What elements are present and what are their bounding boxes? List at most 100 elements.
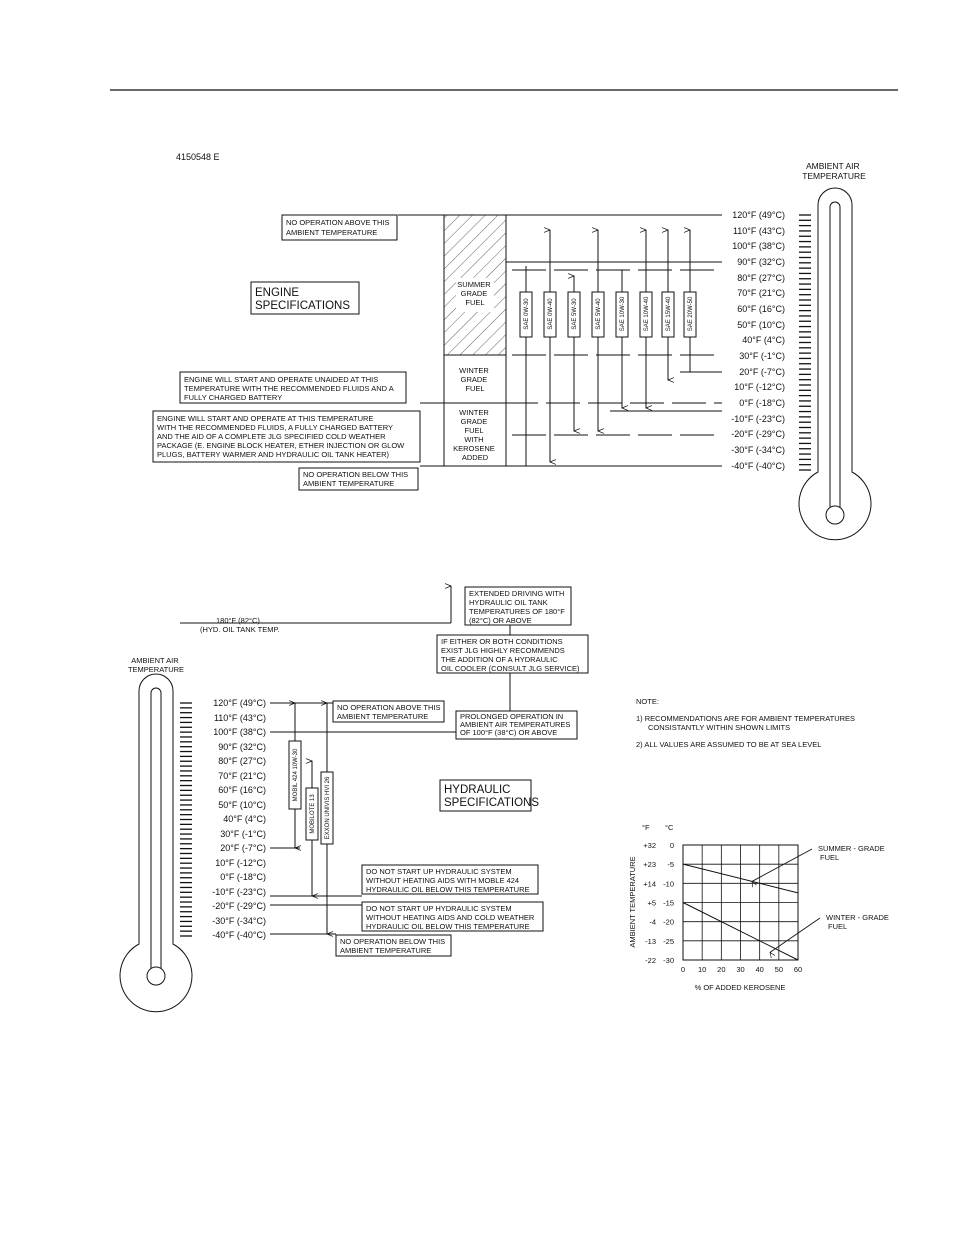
chart-x-label: % OF ADDED KEROSENE xyxy=(695,983,786,992)
engine-oil-labels: SAE 0W-30 SAE 0W-40 SAE 5W-30 SAE 5W-40 … xyxy=(524,296,694,331)
x-tick-label: 30 xyxy=(736,965,744,974)
x-tick-label: 0 xyxy=(681,965,685,974)
scale-label: 70°F (21°C) xyxy=(218,771,266,781)
fuel-column xyxy=(443,214,507,467)
scale-label: 20°F (-7°C) xyxy=(739,367,785,377)
scale-label: 90°F (32°C) xyxy=(737,257,785,267)
scale-label: 10°F (-12°C) xyxy=(734,382,785,392)
series-leader xyxy=(770,917,821,952)
engine-note-no-op-below: NO OPERATION BELOW THIS AMBIENT TEMPERAT… xyxy=(303,470,410,488)
scale-label: -20°F (-29°C) xyxy=(212,901,266,911)
y-tick-label-f: -22 xyxy=(645,956,656,965)
oil-label: SAE 5W-30 xyxy=(572,298,578,330)
x-tick-label: 20 xyxy=(717,965,725,974)
scale-label: 100°F (38°C) xyxy=(213,727,266,737)
chart-y-label: AMBIENT TEMPERATURE xyxy=(628,856,637,947)
engine-thermometer-icon xyxy=(798,187,872,541)
note-line: CONSISTANTLY WITHIN SHOWN LIMITS xyxy=(648,723,790,732)
oil-label: SAE 10W-40 xyxy=(644,296,650,331)
hydraulic-section: 180°F (82°C) (HYD. OIL TANK TEMP. EXTEND… xyxy=(119,586,589,1013)
engine-section: SUMMER GRADE FUEL WINTER GRADE FUEL WINT… xyxy=(152,161,872,541)
notes-heading: NOTE: xyxy=(636,697,659,706)
engine-thermometer-label: AMBIENT AIR TEMPERATURE xyxy=(802,161,866,181)
scale-label: -10°F (-23°C) xyxy=(212,887,266,897)
y-tick-label-c: -30 xyxy=(663,956,674,965)
engine-title: ENGINE SPECIFICATIONS xyxy=(255,287,350,312)
y-tick-label-c: -15 xyxy=(663,899,674,908)
notes-block: NOTE: 1) RECOMMENDATIONS ARE FOR AMBIENT… xyxy=(636,697,855,749)
series-line xyxy=(682,863,799,894)
hyd-tank-temp: 180°F (82°C) (HYD. OIL TANK TEMP. xyxy=(200,616,280,634)
oil-label: SAE 5W-40 xyxy=(596,298,602,330)
scale-label: 100°F (38°C) xyxy=(732,241,785,251)
y-tick-label-c: -10 xyxy=(663,879,674,888)
y-tick-label-c: -25 xyxy=(663,937,674,946)
oil-label: SAE 10W-30 xyxy=(620,296,626,331)
note-line: 1) RECOMMENDATIONS ARE FOR AMBIENT TEMPE… xyxy=(636,714,855,723)
y-tick-label-f: +32 xyxy=(643,841,656,850)
engine-note-unaided: ENGINE WILL START AND OPERATE UNAIDED AT… xyxy=(184,375,395,402)
y-tick-label-c: -20 xyxy=(663,918,674,927)
oil-label: EXXON UNIVIS HVI 26 xyxy=(325,776,331,839)
scale-label: 60°F (16°C) xyxy=(737,304,785,314)
oil-label: SAE 15W-40 xyxy=(666,296,672,331)
x-tick-label: 50 xyxy=(775,965,783,974)
scale-label: 10°F (-12°C) xyxy=(215,858,266,868)
scale-label: 30°F (-1°C) xyxy=(739,351,785,361)
hyd-note-cooler: IF EITHER OR BOTH CONDITIONS EXIST JLG H… xyxy=(441,637,580,673)
y-tick-label-f: -4 xyxy=(649,918,656,927)
scale-label: -30°F (-34°C) xyxy=(212,916,266,926)
oil-label: MOBILOTE 13 xyxy=(310,794,316,834)
scale-label: 120°F (49°C) xyxy=(213,698,266,708)
scale-label: -30°F (-34°C) xyxy=(731,445,785,455)
engine-note-cold-weather: ENGINE WILL START AND OPERATE AT THIS TE… xyxy=(157,414,406,459)
fuel-summer-label: SUMMER GRADE FUEL xyxy=(457,280,492,307)
hyd-note-prolonged: PROLONGED OPERATION IN AMBIENT AIR TEMPE… xyxy=(460,712,573,737)
scale-label: 110°F (43°C) xyxy=(733,226,785,236)
y-tick-label-c: -5 xyxy=(667,860,674,869)
scale-label: -40°F (-40°C) xyxy=(731,461,785,471)
chart-unit-f: °F xyxy=(642,823,650,832)
scale-label: 40°F (4°C) xyxy=(223,814,266,824)
x-tick-label: 10 xyxy=(698,965,706,974)
hydraulic-title: HYDRAULIC SPECIFICATIONS xyxy=(444,784,539,809)
scale-label: 30°F (-1°C) xyxy=(220,829,266,839)
scale-label: -10°F (-23°C) xyxy=(731,414,785,424)
note-line: 2) ALL VALUES ARE ASSUMED TO BE AT SEA L… xyxy=(636,740,821,749)
scale-label: 120°F (49°C) xyxy=(732,210,785,220)
x-tick-label: 60 xyxy=(794,965,802,974)
hydraulic-thermometer-label: AMBIENT AIR TEMPERATURE xyxy=(128,656,184,674)
hyd-note-extended: EXTENDED DRIVING WITH HYDRAULIC OIL TANK… xyxy=(469,589,567,625)
scale-label: 40°F (4°C) xyxy=(742,335,785,345)
scale-label: 20°F (-7°C) xyxy=(220,843,266,853)
hydraulic-temperature-scale: 120°F (49°C) 110°F (43°C) 100°F (38°C) 9… xyxy=(212,698,266,940)
hyd-note-no-op-below: NO OPERATION BELOW THIS AMBIENT TEMPERAT… xyxy=(340,937,447,955)
scale-label: 70°F (21°C) xyxy=(737,288,785,298)
hydraulic-thermometer-icon xyxy=(119,673,193,1013)
y-tick-label-f: +23 xyxy=(643,860,656,869)
fuel-winter-label: WINTER GRADE FUEL xyxy=(459,366,491,393)
oil-label: SAE 0W-30 xyxy=(524,298,530,330)
oil-label: SAE 0W-40 xyxy=(548,298,554,330)
figure-number: 4150548 E xyxy=(176,152,220,162)
scale-label: 80°F (27°C) xyxy=(218,756,266,766)
scale-label: 50°F (10°C) xyxy=(737,320,785,330)
hyd-note-no-op-above: NO OPERATION ABOVE THIS AMBIENT TEMPERAT… xyxy=(337,703,443,721)
y-tick-label-f: +14 xyxy=(643,879,656,888)
y-tick-label-c: 0 xyxy=(670,841,674,850)
y-tick-label-f: -13 xyxy=(645,937,656,946)
kerosene-chart: °F °C AMBIENT TEMPERATURE % OF ADDED KER… xyxy=(628,823,889,992)
y-tick-label-f: +5 xyxy=(647,899,656,908)
hydraulic-oil-labels: MOBIL 424 10W-30 MOBILOTE 13 EXXON UNIVI… xyxy=(293,748,331,839)
chart-unit-c: °C xyxy=(665,823,674,832)
oil-label: SAE 20W-50 xyxy=(688,296,694,331)
scale-label: 90°F (32°C) xyxy=(218,742,266,752)
engine-temperature-scale: 120°F (49°C) 110°F (43°C) 100°F (38°C) 9… xyxy=(731,210,785,471)
scale-label: 110°F (43°C) xyxy=(214,713,266,723)
engine-note-no-op-above: NO OPERATION ABOVE THIS AMBIENT TEMPERAT… xyxy=(286,218,392,237)
scale-label: 0°F (-18°C) xyxy=(220,872,266,882)
scale-label: -40°F (-40°C) xyxy=(212,930,266,940)
